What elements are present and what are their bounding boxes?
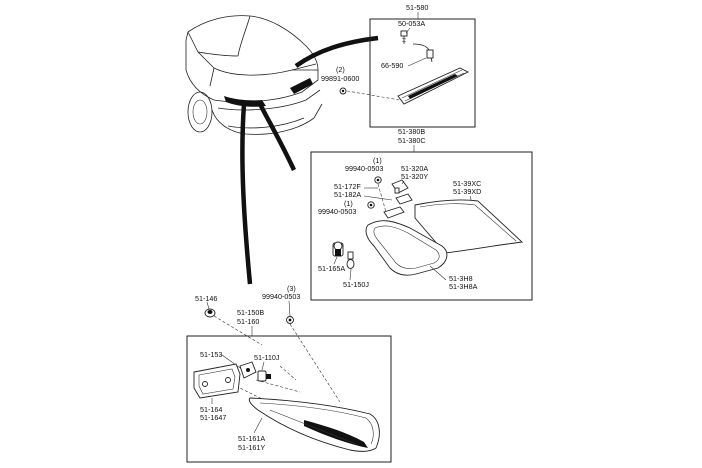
label-51-146: 51-146 [195, 294, 217, 303]
inner-gasket-icon [365, 220, 448, 276]
label-51-153: 51-153 [200, 350, 222, 359]
high-mount-lamp-icon [397, 67, 470, 105]
label-51-150J: 51-150J [343, 280, 369, 289]
label-nut-qty-2: (2) [336, 65, 345, 74]
label-51-320A: 51-320A [401, 164, 428, 173]
car-rear-illustration [185, 15, 323, 135]
bulb-icon [257, 370, 271, 382]
outer-lens-icon [248, 397, 380, 452]
high-mount-lamp-group: 51-580 50-053A 66-590 (2) 99891-0600 [321, 3, 476, 128]
callout-leaders [240, 35, 379, 285]
nut-icon [286, 316, 294, 324]
label-51-580: 51-580 [406, 3, 428, 12]
bracket-icon [383, 193, 413, 219]
outer-lamp-group: 51-146 (3) 99940-0503 51-150B 51-160 51-… [186, 284, 392, 463]
label-51-1647: 51-1647 [200, 413, 226, 422]
label-51-110J: 51-110J [254, 353, 280, 362]
label-99940-0503-b: 99940-0503 [318, 207, 356, 216]
socket-icon [239, 361, 257, 379]
label-51-39XD: 51-39XD [453, 187, 481, 196]
label-99940-0503-a: 99940-0503 [345, 164, 383, 173]
screw-icon [400, 30, 408, 44]
label-99891-0600: 99891-0600 [321, 74, 359, 83]
grommet-icon [204, 308, 216, 318]
inner-lens-icon [414, 199, 524, 254]
inner-lamp-group: 51-380B 51-380C (1) 99940-0503 51-320A 5… [310, 127, 533, 301]
label-51-380B: 51-380B [398, 127, 425, 136]
label-51-39XC: 51-39XC [453, 179, 481, 188]
nut-icon [339, 87, 347, 95]
nut-icon [367, 201, 375, 209]
bulb-icon [332, 241, 344, 257]
label-51-172F: 51-172F [334, 182, 361, 191]
outer-gasket-icon [193, 363, 241, 399]
label-99940-0503-outer: 99940-0503 [262, 292, 300, 301]
label-66-590: 66-590 [381, 61, 403, 70]
label-51-165A: 51-165A [318, 264, 345, 273]
label-51-164: 51-164 [200, 405, 222, 414]
label-51-3H8A: 51-3H8A [449, 282, 478, 291]
label-51-320Y: 51-320Y [401, 172, 428, 181]
label-50-053A: 50-053A [398, 19, 425, 28]
socket-icon [391, 179, 409, 194]
label-51-3H8: 51-3H8 [449, 274, 473, 283]
label-51-161A: 51-161A [238, 434, 265, 443]
label-51-161Y: 51-161Y [238, 443, 265, 452]
label-51-182A: 51-182A [334, 190, 361, 199]
label-51-150B: 51-150B [237, 308, 264, 317]
label-nut-a-qty: (1) [373, 156, 382, 165]
nut-icon [374, 176, 382, 184]
label-nut-b-qty: (1) [344, 199, 353, 208]
label-51-160: 51-160 [237, 317, 259, 326]
label-nut-qty-3: (3) [287, 284, 296, 293]
bulb-icon [346, 251, 355, 269]
label-51-380C: 51-380C [398, 136, 426, 145]
